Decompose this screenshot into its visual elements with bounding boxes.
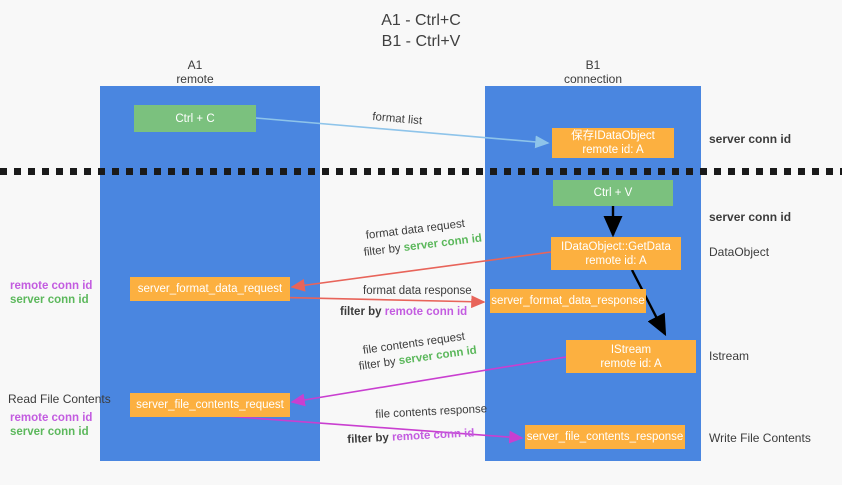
edge-label-format-list: format list: [371, 110, 423, 128]
right-label-server-conn-id-1: server conn id: [709, 132, 792, 146]
node-ctrl-c[interactable]: Ctrl + C: [134, 105, 256, 132]
node-save-idataobject-line1: 保存IDataObject: [571, 130, 655, 142]
right-label-server-conn-id-2: server conn id: [709, 210, 792, 224]
filter-prefix: filter by: [347, 431, 393, 446]
right-label-istream: Istream: [709, 349, 750, 363]
node-ctrl-c-label: Ctrl + C: [175, 112, 215, 125]
left-label-format-conn-ids: remote conn id server conn id: [10, 279, 92, 307]
left-label-server-conn-id-2: server conn id: [10, 426, 89, 438]
filter-value-remote-conn-id: remote conn id: [391, 427, 475, 444]
filter-prefix: filter by: [340, 306, 385, 318]
node-getdata-line1: IDataObject::GetData: [561, 240, 671, 253]
right-label-dataobject: DataObject: [709, 245, 770, 259]
left-label-read-file-contents: Read File Contents: [8, 392, 111, 406]
node-server-file-contents-request-label: server_file_contents_request: [136, 399, 284, 411]
node-server-file-contents-response-label: server_file_contents_response: [526, 431, 684, 443]
column-a1-sub: remote: [176, 72, 214, 86]
title-line-2: B1 - Ctrl+V: [381, 33, 461, 50]
right-label-write-file-contents: Write File Contents: [709, 431, 811, 445]
node-istream-line2: remote id: A: [600, 357, 662, 370]
column-a1-name: A1: [187, 58, 203, 72]
node-server-format-data-response-label: server_format_data_response: [491, 295, 645, 307]
edge-label-format-data-response-filter: filter by remote conn id: [340, 305, 467, 320]
node-server-file-contents-request[interactable]: server_file_contents_request: [130, 393, 290, 417]
filter-prefix: filter by: [363, 242, 405, 259]
phase-divider: [0, 168, 842, 175]
node-istream-line1: IStream: [610, 343, 652, 356]
column-header-a1: A1 remote: [95, 58, 295, 86]
column-b1-sub: connection: [563, 72, 623, 86]
node-server-format-data-request-label: server_format_data_request: [137, 283, 283, 295]
node-ctrl-v[interactable]: Ctrl + V: [553, 180, 673, 206]
edge-label-file-contents-response: file contents response: [375, 403, 488, 421]
node-ctrl-v-label: Ctrl + V: [593, 187, 633, 199]
edge-label-format-data-response: format data response: [363, 285, 472, 297]
node-getdata[interactable]: IDataObject::GetData remote id: A: [551, 237, 681, 270]
filter-value-remote-conn-id: remote conn id: [384, 306, 468, 318]
left-label-remote-conn-id-1: remote conn id: [10, 280, 93, 292]
column-b1-name: B1: [585, 58, 601, 72]
diagram-title: A1 - Ctrl+C B1 - Ctrl+V: [0, 10, 842, 52]
title-line-1: A1 - Ctrl+C: [381, 12, 461, 29]
node-save-idataobject[interactable]: 保存IDataObject remote id: A: [552, 128, 674, 158]
left-label-file-conn-ids: remote conn id server conn id: [10, 411, 92, 439]
filter-prefix: filter by: [358, 355, 400, 373]
left-label-remote-conn-id-2: remote conn id: [10, 412, 93, 424]
node-server-file-contents-response[interactable]: server_file_contents_response: [525, 425, 685, 449]
node-istream[interactable]: IStream remote id: A: [566, 340, 696, 373]
node-save-idataobject-line2: remote id: A: [582, 144, 644, 156]
left-label-server-conn-id-1: server conn id: [10, 294, 89, 306]
node-server-format-data-request[interactable]: server_format_data_request: [130, 277, 290, 301]
node-getdata-line2: remote id: A: [585, 254, 647, 267]
edge-label-file-contents-response-filter: filter by remote conn id: [347, 426, 475, 448]
node-server-format-data-response[interactable]: server_format_data_response: [490, 289, 646, 313]
column-header-b1: B1 connection: [493, 58, 693, 86]
